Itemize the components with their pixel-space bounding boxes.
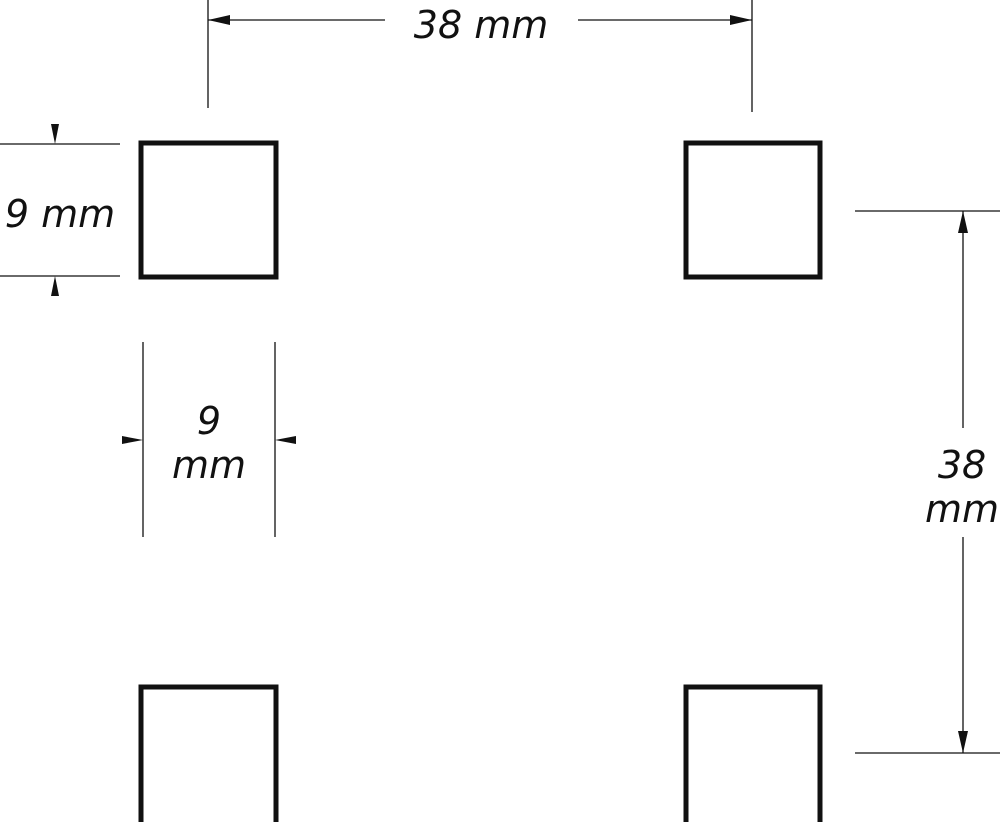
top-spacing-dimension: 38 mm	[207, 0, 753, 112]
square-top-left	[138, 140, 279, 280]
square-width-dimension: 9 mm	[122, 342, 296, 537]
top-spacing-label: 38 mm	[414, 3, 548, 47]
arrow-right-icon	[122, 436, 143, 444]
square-width-value: 9	[197, 399, 221, 443]
arrow-left-icon	[208, 15, 230, 25]
right-spacing-value: 38	[938, 443, 986, 487]
square-bottom-right	[683, 684, 823, 822]
square-top-right	[683, 140, 823, 280]
square-bottom-left	[138, 684, 279, 822]
arrow-down-icon	[958, 731, 968, 753]
arrow-left-icon	[275, 436, 296, 444]
arrow-up-icon	[51, 276, 59, 296]
right-spacing-dimension: 38 mm	[855, 210, 1000, 754]
right-spacing-unit: mm	[925, 487, 999, 531]
arrow-down-icon	[51, 124, 59, 144]
square-height-label: 9 mm	[5, 192, 115, 236]
square-height-dimension: 9 mm	[0, 124, 120, 296]
arrow-right-icon	[730, 15, 752, 25]
square-width-unit: mm	[172, 443, 246, 487]
arrow-up-icon	[958, 211, 968, 233]
